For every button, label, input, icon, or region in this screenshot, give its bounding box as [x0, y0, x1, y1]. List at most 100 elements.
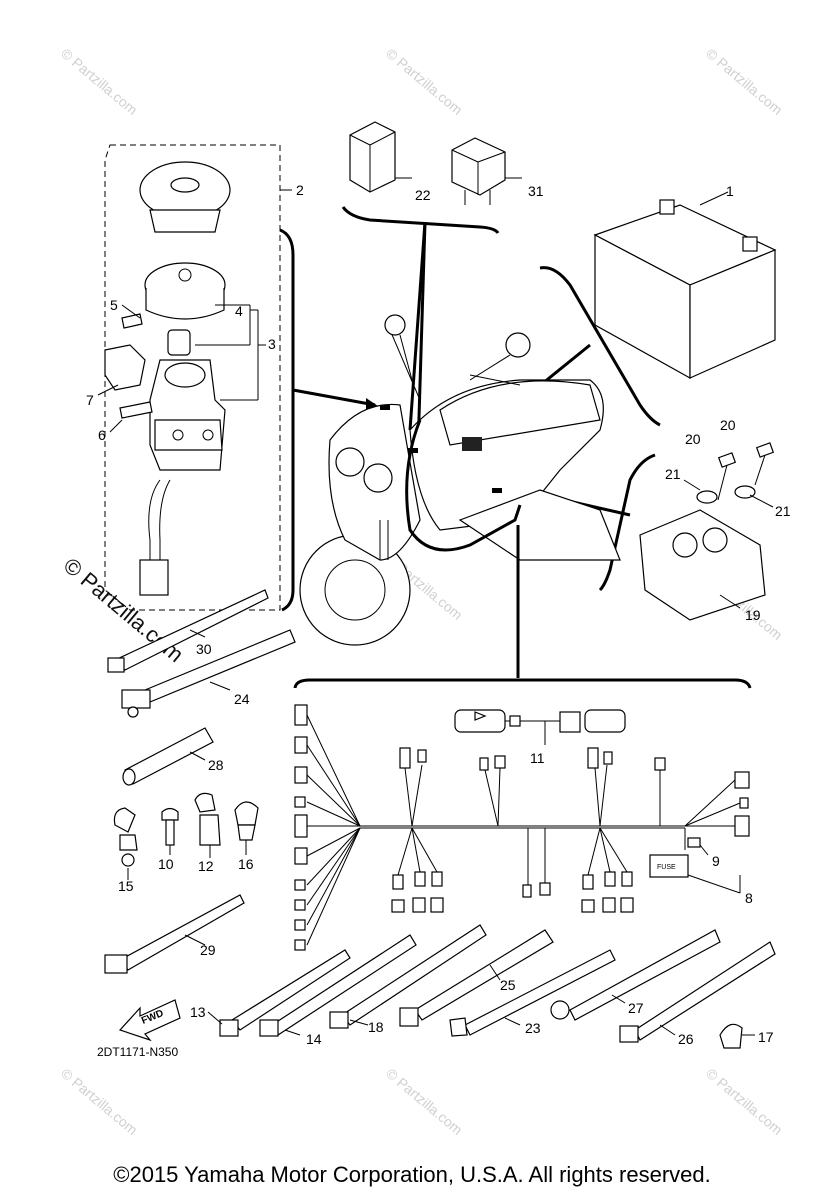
switch-lead-wire	[148, 479, 161, 560]
connector-icon	[294, 939, 306, 951]
headlight	[363, 463, 393, 493]
mirror	[384, 314, 406, 336]
connector-icon	[414, 871, 426, 887]
connector-icon	[739, 797, 749, 809]
connector-icon	[294, 899, 306, 911]
watermark: © Partzilla.com	[58, 45, 141, 118]
connector-icon	[294, 919, 306, 931]
callout-16: 16	[238, 856, 254, 872]
connector-icon	[522, 884, 532, 898]
connector-icon	[603, 751, 613, 765]
wire-harness-group: FUSE	[293, 678, 752, 951]
connector-icon	[604, 871, 616, 887]
connector-icon	[582, 874, 594, 890]
wire-lead-11	[454, 709, 626, 745]
watermark: © Partzilla.com	[383, 1065, 466, 1138]
connector-icon	[294, 796, 306, 808]
callout-21a: 21	[665, 466, 681, 482]
connector-icon	[431, 871, 443, 887]
connector-icon	[734, 815, 750, 837]
cable-tie-29	[119, 894, 245, 971]
connector-icon	[430, 897, 444, 913]
connector-icon	[620, 897, 634, 913]
main-switch-assembly	[97, 144, 292, 611]
callout-23: 23	[525, 1020, 541, 1036]
connector-icon	[734, 771, 750, 789]
band-27	[569, 929, 721, 1021]
connector-icon	[417, 749, 427, 763]
watermark-large: © Partzilla.com	[59, 553, 189, 667]
bolt-icon	[717, 452, 737, 468]
callout-9: 9	[712, 853, 720, 869]
callout-6: 6	[98, 427, 106, 443]
screw-10-icon	[161, 807, 179, 821]
washer-icon	[696, 490, 718, 504]
forward-arrow-icon	[118, 999, 181, 1042]
callout-7: 7	[86, 392, 94, 408]
callout-15: 15	[118, 878, 134, 894]
kit-boundary-dashed	[104, 144, 281, 611]
callout-1: 1	[726, 183, 734, 199]
callout-8: 8	[745, 890, 753, 906]
callout-5: 5	[110, 297, 118, 313]
watermark: © Partzilla.com	[383, 45, 466, 118]
connector-icon	[294, 879, 306, 891]
seat	[439, 380, 601, 446]
band-25	[414, 929, 554, 1021]
connector-icon	[581, 899, 595, 913]
connector-icon	[391, 899, 405, 913]
callout-17: 17	[758, 1029, 774, 1045]
connector-icon	[392, 874, 404, 890]
callout-18: 18	[368, 1019, 384, 1035]
bolt-icon	[755, 442, 775, 458]
clamp-12-icon	[194, 792, 216, 813]
harness-center-branches	[391, 747, 666, 913]
callout-30: 30	[196, 641, 212, 657]
cable-tie-26	[634, 941, 776, 1041]
group-bracket-battery	[539, 266, 661, 427]
callout-leaders	[127, 479, 774, 1036]
connector-icon	[587, 747, 599, 769]
fuse-icon	[687, 837, 701, 848]
battery	[484, 191, 777, 432]
group-bracket-bottom	[293, 678, 752, 689]
battery-location	[462, 437, 482, 451]
connector-icon	[294, 814, 308, 838]
callout-numbers: 1 2 3 4 5 6 7 8 9 10 11 12 13 14 15 16 1…	[86, 182, 791, 1047]
watermark: © Partzilla.com	[58, 1065, 141, 1138]
scooter-illustration	[299, 314, 621, 678]
bolt-icon	[121, 313, 143, 329]
copyright-notice: ©2015 Yamaha Motor Corporation, U.S.A. A…	[113, 1162, 711, 1187]
protector-28	[124, 727, 214, 785]
watermark: © Partzilla.com	[703, 45, 786, 118]
clamp-15-icon	[113, 807, 136, 833]
bands-and-clamps: FWD	[104, 589, 776, 1049]
callout-11: 11	[530, 750, 545, 766]
callout-2: 2	[296, 182, 304, 198]
connector-icon	[602, 897, 616, 913]
callout-20a: 20	[685, 431, 701, 447]
bracket	[104, 344, 146, 391]
group-bracket-left	[279, 228, 295, 612]
callout-28: 28	[208, 757, 224, 773]
connector-icon	[294, 736, 308, 754]
mirror	[505, 332, 531, 358]
group-bracket-top	[341, 206, 500, 234]
clamp-16-icon	[234, 801, 259, 826]
battery-terminal	[659, 199, 675, 215]
relay-unit-22	[349, 121, 396, 193]
connector-icon	[294, 847, 308, 865]
fuse-holder	[649, 854, 689, 878]
headlight	[335, 447, 365, 477]
callout-26: 26	[678, 1031, 694, 1047]
rectifier-regulator	[639, 509, 766, 621]
callout-14: 14	[306, 1031, 322, 1047]
callout-27: 27	[628, 1000, 644, 1016]
clamp-17-icon	[719, 1023, 743, 1049]
watermark: © Partzilla.com	[703, 1065, 786, 1138]
connector-icon	[412, 897, 426, 913]
callout-31: 31	[528, 183, 544, 199]
key-icon	[167, 329, 191, 356]
connector-icon	[621, 871, 633, 887]
